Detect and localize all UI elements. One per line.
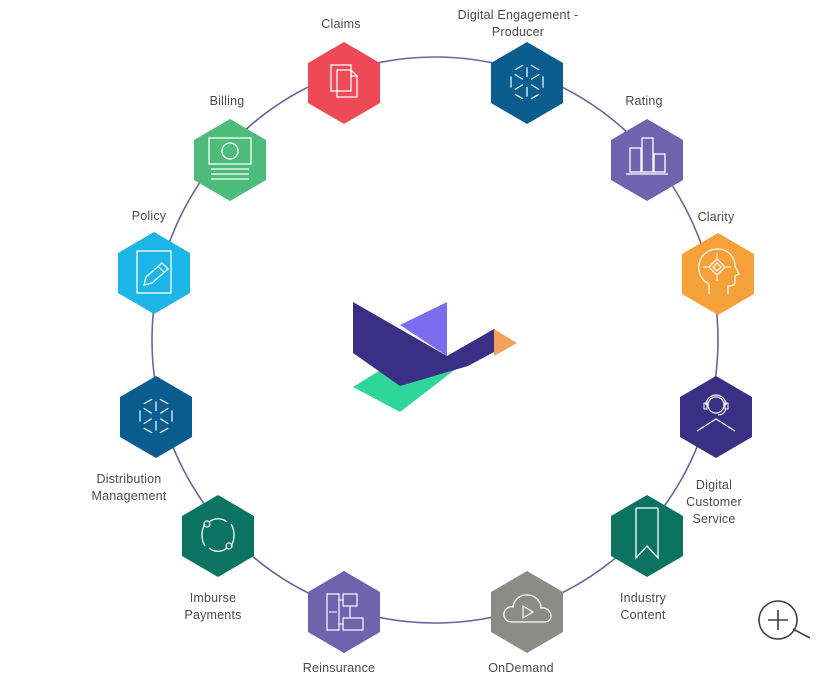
node-reinsurance[interactable] bbox=[307, 570, 381, 654]
node-clarity[interactable] bbox=[681, 232, 755, 316]
node-label-reinsurance: Reinsurance bbox=[302, 661, 376, 675]
node-label-imburse-payments: Imburse Payments bbox=[184, 591, 242, 622]
node-label-digital-customer-service: Digital Customer Service bbox=[686, 478, 742, 526]
hexagon-shape bbox=[611, 119, 683, 201]
documents-icon bbox=[308, 42, 380, 124]
logo-orange-shape bbox=[494, 329, 517, 356]
flowchart-icon bbox=[308, 571, 380, 653]
node-label-ondemand: OnDemand bbox=[488, 661, 554, 675]
hexagon-shape bbox=[194, 119, 266, 201]
hexagon-shape bbox=[182, 495, 254, 577]
network-icon bbox=[120, 376, 192, 458]
pencil-document-icon bbox=[118, 232, 190, 314]
node-label-policy: Policy bbox=[131, 209, 167, 223]
center-logo bbox=[353, 302, 517, 412]
logo-dark-shape bbox=[353, 302, 494, 386]
node-label-claims: Claims bbox=[321, 17, 361, 31]
node-digital-customer-service[interactable] bbox=[679, 375, 753, 459]
hexagon-shape bbox=[491, 571, 563, 653]
hexagon-shape bbox=[308, 42, 380, 124]
node-label-industry-content: Industry Content bbox=[619, 591, 667, 622]
hexagon-shape bbox=[680, 376, 752, 458]
node-industry-content[interactable] bbox=[610, 494, 684, 578]
payment-cycle-icon bbox=[182, 495, 254, 577]
agent-headset-icon bbox=[680, 376, 752, 458]
zoom-in-icon bbox=[758, 600, 811, 640]
node-distribution-management[interactable] bbox=[119, 375, 193, 459]
node-label-billing: Billing bbox=[209, 94, 245, 108]
hexagon-shape bbox=[308, 571, 380, 653]
hexagon-shape bbox=[611, 495, 683, 577]
node-billing[interactable] bbox=[193, 118, 267, 202]
node-label-digital-engagement-producer: Digital Engagement - Producer bbox=[457, 8, 579, 39]
node-policy[interactable] bbox=[117, 231, 191, 315]
zoom-in-button[interactable] bbox=[756, 598, 812, 644]
bookmark-icon bbox=[611, 495, 683, 577]
logo-violet-shape bbox=[400, 302, 447, 356]
bar-chart-icon bbox=[611, 119, 683, 201]
node-claims[interactable] bbox=[307, 41, 381, 125]
cloud-play-icon bbox=[491, 571, 563, 653]
hexagon-shape bbox=[118, 232, 190, 314]
node-ondemand[interactable] bbox=[490, 570, 564, 654]
node-imburse-payments[interactable] bbox=[181, 494, 255, 578]
network-icon bbox=[491, 42, 563, 124]
node-label-rating: Rating bbox=[625, 94, 663, 108]
head-insight-icon bbox=[682, 233, 754, 315]
node-digital-engagement-producer[interactable] bbox=[490, 41, 564, 125]
node-rating[interactable] bbox=[610, 118, 684, 202]
invoice-icon bbox=[194, 119, 266, 201]
node-label-distribution-management: Distribution Management bbox=[91, 472, 167, 503]
node-label-clarity: Clarity bbox=[697, 210, 735, 224]
